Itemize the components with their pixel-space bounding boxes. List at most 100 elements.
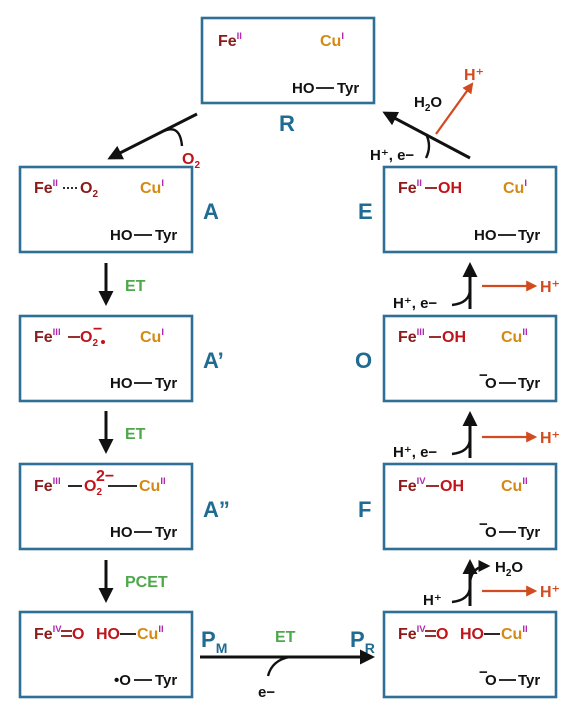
arrow-f-to-o: H⁺, e− H⁺ [393,411,560,461]
state-f-hydroxide: OH [440,478,464,495]
state-a-prime-o2-charge: − [93,321,102,338]
reagent-o2: O2 [182,151,200,171]
product-water-e: H2O [414,94,442,114]
state-pr-cu: CuII [501,624,528,643]
state-o-tyr-charge: − [479,367,488,384]
state-pr-tyr-o: O [485,672,497,689]
state-pm: FeIV O HO CuII •O Tyr PM [18,610,227,699]
state-r-label: R [279,111,295,136]
state-a-prime-tyr: HO [110,375,133,392]
arrow-a-prime-to-a-double-prime: ET [98,411,146,454]
state-o: FeIII OH CuII − O Tyr O [355,314,558,403]
state-r-tyr: HO [292,80,315,97]
reagent-proton-electron-f: H⁺, e− [393,444,437,461]
state-a-double-prime-tyr: HO [110,524,133,541]
state-pm-tyr-radical: •O [114,672,131,689]
product-water-pr: H2O [495,559,523,579]
state-e-tyr-label: Tyr [518,227,540,244]
state-a-prime-box [18,314,194,403]
state-e-box [382,165,558,254]
state-a-prime: FeIII O2 − CuI HO Tyr A’ [18,314,224,403]
state-pm-label: PM [201,627,227,656]
state-o-cu: CuII [501,327,528,346]
state-pm-box [18,610,194,699]
state-pr-tyr-charge: − [479,664,488,681]
state-r-box [200,16,376,105]
state-a-tyr-label: Tyr [155,227,177,244]
state-pr-box [382,610,558,699]
state-f-box [382,462,558,551]
reagent-proton-pr: H⁺ [423,592,442,609]
state-f-tyr-o: O [485,524,497,541]
state-a-double-prime-tyr-label: Tyr [155,524,177,541]
state-a-label: A [203,199,219,224]
arrow-a-double-prime-to-pm: PCET [98,560,168,603]
state-pr-tyr-label: Tyr [518,672,540,689]
state-a-prime-fe: FeIII [34,327,61,346]
state-pr-hydroxide: HO [460,626,484,643]
state-a-prime-cu: CuI [140,327,164,346]
proton-pumped-o: H⁺ [540,279,560,296]
arrow-r-to-a: O2 [107,112,200,171]
state-a-double-prime-label: A” [203,497,230,522]
state-o-box [382,314,558,403]
state-pr-oxo: O [436,626,448,643]
state-f-fe: FeIV [398,476,426,495]
state-e-hydroxide: OH [438,180,462,197]
state-pr: FeIV O HO CuII − O Tyr PR [350,610,558,699]
state-a-double-prime: FeIII O2 2− CuII HO Tyr A” [18,462,230,551]
state-pm-oxo: O [72,626,84,643]
state-a-o2: O2 [80,180,98,200]
radical-dot [101,340,105,344]
state-pm-cu: CuII [137,624,164,643]
reagent-proton-electron-o: H⁺, e− [393,295,437,312]
proton-pumped-f: H⁺ [540,430,560,447]
state-a-double-prime-o2-charge: 2− [96,468,114,485]
state-o-tyr-label: Tyr [518,375,540,392]
state-e-cu: CuI [503,178,527,197]
step-label-a-a-prime: ET [125,278,146,295]
state-f-cu: CuII [501,476,528,495]
state-f-tyr-label: Tyr [518,524,540,541]
state-a-cu: CuI [140,178,164,197]
reagent-proton-electron-e: H⁺, e− [370,147,414,164]
state-pm-hydroxide: HO [96,626,120,643]
proton-pumped-e: H⁺ [464,67,484,84]
state-r-tyr-label: Tyr [337,80,359,97]
state-a-box [18,165,194,254]
state-a-double-prime-box [18,462,194,551]
state-f: FeIV OH CuII − O Tyr F [358,462,558,551]
state-a: FeII O2 CuI HO Tyr A [18,165,219,254]
arrow-pm-to-pr: ET e− [200,629,375,701]
step-label-a-double-prime-pm: PCET [125,574,168,591]
arrow-e-to-r: H⁺, e− H2O H⁺ [370,67,484,164]
step-label-pm-pr: ET [275,629,296,646]
state-a-prime-tyr-label: Tyr [155,375,177,392]
state-pm-fe: FeIV [34,624,62,643]
state-f-tyr-charge: − [479,516,488,533]
state-pr-label: PR [350,627,375,656]
state-o-hydroxide: OH [442,329,466,346]
state-a-tyr: HO [110,227,133,244]
proton-pumped-pr: H⁺ [540,584,560,601]
state-a-double-prime-o2: O2 [84,478,102,498]
state-pr-fe: FeIV [398,624,426,643]
state-a-prime-o2: O2 [80,329,98,349]
reagent-electron: e− [258,684,275,701]
state-r: FeII CuI HO Tyr R [200,16,376,136]
state-f-label: F [358,497,371,522]
state-a-prime-label: A’ [203,348,224,373]
arrow-pr-to-f: H⁺ H2O H⁺ [423,559,560,609]
arrow-a-to-a-prime: ET [98,263,146,306]
state-r-cu: CuI [320,31,344,50]
state-e-tyr: HO [474,227,497,244]
state-a-double-prime-cu: CuII [139,476,166,495]
arrow-o-to-e: H⁺, e− H⁺ [393,262,560,312]
state-pm-tyr-label: Tyr [155,672,177,689]
state-o-fe: FeIII [398,327,425,346]
state-r-fe: FeII [218,31,242,50]
state-o-tyr-o: O [485,375,497,392]
state-e-label: E [358,199,373,224]
state-e-fe: FeII [398,178,422,197]
